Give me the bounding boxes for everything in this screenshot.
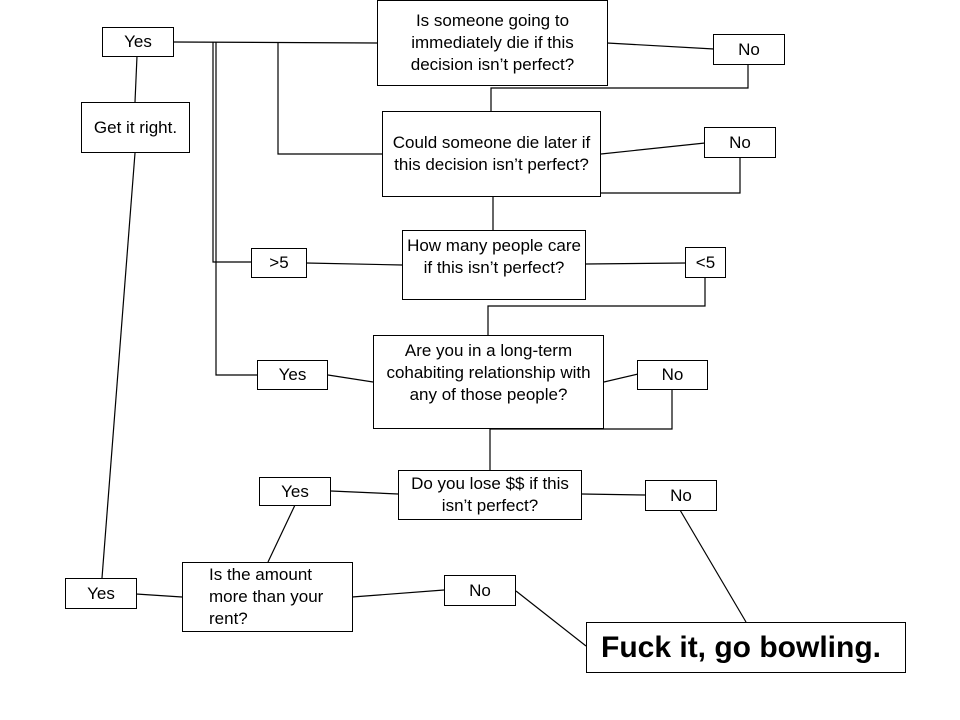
- connector-no-q2: [490, 65, 749, 111]
- label-no-q1: No: [713, 34, 785, 65]
- connector-no-q5: [489, 389, 673, 470]
- connector-no-bowling: [679, 509, 747, 623]
- label-no-q6: No: [444, 575, 516, 606]
- connector-q2-no: [600, 142, 706, 155]
- connector-yes-get-right: [134, 55, 138, 103]
- label-no-q2: No: [704, 127, 776, 158]
- node-go-bowling: Fuck it, go bowling.: [586, 622, 906, 673]
- connector-bus-q2: [277, 42, 383, 155]
- node-get-it-right: Get it right.: [81, 102, 190, 153]
- node-question-immediate-death: Is someone going to immediately die if t…: [377, 0, 608, 86]
- connector-yes-bottom-q6: [135, 593, 183, 598]
- connector-gt5-q3: [305, 262, 403, 266]
- label-yes-q6: Yes: [65, 578, 137, 609]
- label-yes-q5: Yes: [259, 477, 331, 506]
- label-yes-q4: Yes: [257, 360, 328, 390]
- label-yes-top: Yes: [102, 27, 174, 57]
- label-no-q4: No: [637, 360, 708, 390]
- node-question-how-many-care: How many people care if this isn’t perfe…: [402, 230, 586, 300]
- connector-yes-q6: [267, 504, 296, 563]
- label-gt5: >5: [251, 248, 307, 278]
- connector-q5-no: [581, 493, 646, 496]
- connector-q4-no: [603, 373, 639, 383]
- label-lt5: <5: [685, 247, 726, 278]
- connector-no-q3: [492, 157, 741, 230]
- node-question-lose-money: Do you lose $$ if this isn’t perfect?: [398, 470, 582, 520]
- connector-bus-yes-q4: [215, 42, 258, 376]
- connector-yes-q4: [327, 374, 374, 383]
- node-question-later-death: Could someone die later if this decision…: [382, 111, 601, 197]
- connector-no-q6-bowling: [515, 590, 587, 647]
- connector-q6-no: [351, 589, 445, 598]
- label-no-q5: No: [645, 480, 717, 511]
- connector-yes-q5: [330, 490, 399, 495]
- connector-bus-gt5: [212, 42, 252, 263]
- connector-lt5-q4: [487, 277, 706, 335]
- node-question-cohabiting: Are you in a long-term cohabiting relati…: [373, 335, 604, 429]
- connector-q1-no: [606, 42, 715, 50]
- connector-q3-lt5: [585, 262, 687, 265]
- connector-get-right-yes-bottom: [101, 152, 136, 579]
- connector-yes-top-q1: [173, 41, 378, 44]
- node-question-amount-vs-rent: Is the amount more than your rent?: [182, 562, 353, 632]
